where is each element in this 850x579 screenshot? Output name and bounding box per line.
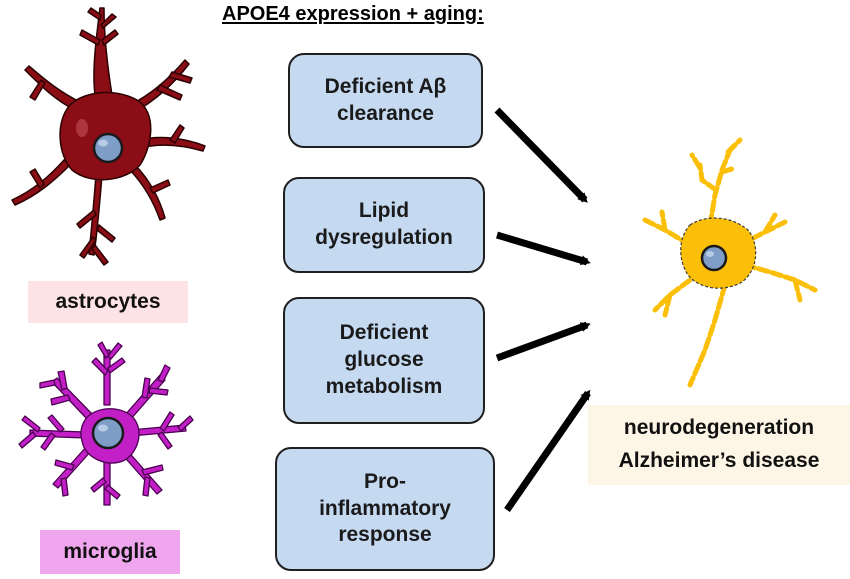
outcome-line-alzheimers: Alzheimer’s disease [618, 449, 820, 472]
arrow-from-lipid [495, 231, 591, 266]
factor-box-abeta-clearance: Deficient Aβ clearance [288, 53, 483, 148]
factor-box-lipid-dysregulation: Lipid dysregulation [283, 177, 485, 273]
arrow-from-inflammatory [504, 389, 591, 512]
factor-box-glucose-metabolism: Deficient glucose metabolism [283, 297, 485, 424]
arrows [494, 107, 591, 512]
outcome-line-neurodegeneration: neurodegeneration [623, 416, 815, 440]
arrow-from-glucose [495, 321, 591, 362]
outcome-label: neurodegeneration Alzheimer’s disease [588, 405, 850, 485]
factor-box-proinflammatory-response: Pro- inflammatory response [275, 447, 495, 571]
astrocytes-label: astrocytes [28, 281, 188, 323]
astrocyte-illustration [11, 7, 206, 266]
arrow-from-abeta [494, 107, 588, 203]
microglia-label: microglia [40, 530, 180, 574]
neuron-illustration [642, 137, 818, 388]
microglia-illustration [18, 341, 194, 506]
diagram-title: APOE4 expression + aging: [222, 3, 484, 25]
